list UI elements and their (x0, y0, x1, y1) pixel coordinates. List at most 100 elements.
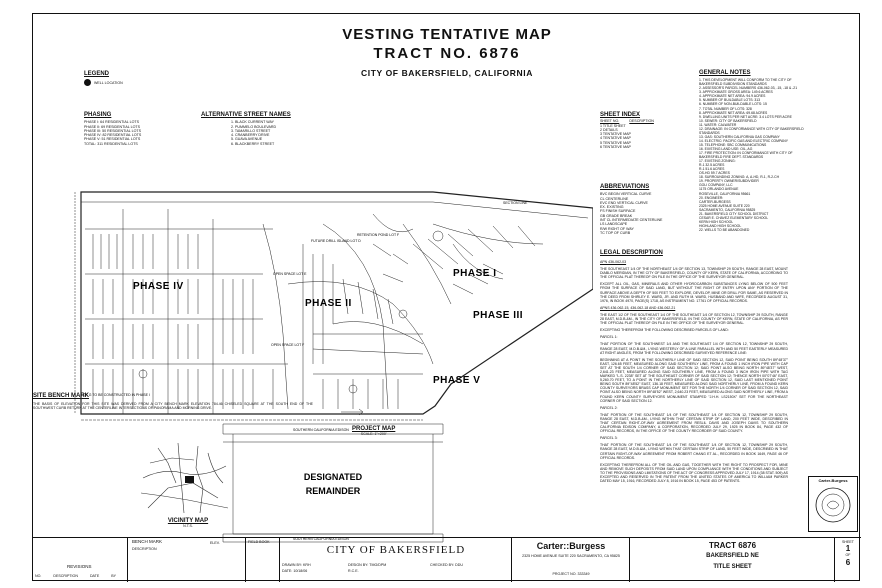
sheet-index-row: 4 TENTATIVE MAP (600, 136, 631, 141)
section-line-label: SECTION LINE (503, 201, 528, 205)
legal-apn1: APN 436-062-03 (600, 260, 627, 264)
title-block: REVISIONS NO. DESCRIPTION DATE BY BENCH … (33, 537, 861, 582)
lot-g-note: LOT G TO BE CONSTRUCTED IN PHASE I (81, 393, 150, 397)
tract-number: TRACT NO. 6876 (373, 45, 521, 62)
project-map-heading: PROJECT MAP (352, 426, 396, 432)
map-title: VESTING TENTATIVE MAP (342, 26, 552, 43)
abbreviation-row: CL CENTERLINE (600, 196, 629, 201)
general-note-item: 13. GAS: SOUTHERN CALIFORNIA GAS COMPANY (699, 134, 780, 139)
vicinity-map: VICINITY MAP N.T.S. (138, 438, 230, 528)
sheet-index-row: 1 TITLE SHEET (600, 123, 626, 128)
general-note-item: STANDARDS (699, 130, 720, 135)
tract-title: TRACT 6876 (708, 541, 757, 550)
general-note-item: 3. APPROXIMATE GROSS AREA: 149.6 ACRES (699, 90, 773, 95)
alt-street-names: ALTERNATIVE STREET NAMES 1. BLACK CURREN… (201, 112, 291, 146)
general-note-item: 17. EXISTING ZONING: (699, 159, 736, 164)
phasing-row: PHASE V: 51 RESIDENTIAL LOTS (84, 137, 141, 142)
sheet-index-row: 3 TENTATIVE MAP (600, 132, 631, 137)
sheet-index-heading: SHEET INDEX (600, 112, 641, 118)
bench-mark-desc: DESCRIPTION (132, 547, 157, 551)
general-note-item: 4. APPROXIMATE NET AREA: 94.9 ACRES (699, 94, 766, 99)
phasing-row: PHASE IV: 82 RESIDENTIAL LOTS (84, 133, 142, 138)
legal-p7: THAT PORTION OF THE SOUTHEAST 1/4 OF THE… (600, 412, 788, 434)
legal-apn2: APNS 436-062-15, 436-062-18 AND 436-062-… (600, 305, 676, 310)
general-note-item: 11. WATER: CALWATER (699, 122, 737, 127)
general-note-item: GOLI COMPANY, LLC (699, 183, 733, 188)
tentative-map: PHASE IV PHASE II PHASE I PHASE III PHAS… (74, 191, 593, 543)
general-note-item: 10. SEWER: CITY OF BAKERSFIELD (699, 118, 757, 123)
open-space-e-label: OPEN SPACE LOT E (273, 272, 307, 276)
firm-block: Carter::Burgess 2325 HOME AVENUE SUITE 2… (512, 538, 630, 582)
tract-sheet-name: TITLE SHEET (713, 564, 752, 570)
phase-ii-label: PHASE II (305, 298, 352, 309)
site-bench-text: THE BASIS OF ELEVATION FOR THIS SITE WAS… (33, 402, 313, 411)
remainder-line1: DESIGNATED (304, 472, 363, 482)
phasing-row: TOTAL: 311 RESIDENTIAL LOTS (84, 141, 138, 146)
alt-street-item: 6. BLACKBERRY STREET (231, 141, 275, 146)
bench-mark-elev: ELEV. (210, 541, 220, 545)
general-notes: GENERAL NOTES 1. THIS DEVELOPMENT WILL C… (699, 70, 849, 232)
bench-mark-block: BENCH MARK DESCRIPTION ELEV. (128, 538, 246, 582)
general-note-item: 17. FIRE PROTECTION: IN CONFORMANCE WITH… (699, 151, 793, 156)
alt-street-item: 1. BLACK CURRENT WAY (231, 120, 275, 125)
general-note-item: SACRAMENTO, CALIFORNIA 95825 (699, 207, 756, 212)
legend-item: WELL LOCATION (94, 80, 123, 85)
open-space-f-label: OPEN SPACE LOT F (271, 343, 304, 347)
date-field: DATE: 10/18/06 (282, 569, 308, 573)
sheet-index-row: 6 TENTATIVE MAP (600, 144, 631, 149)
general-notes-heading: GENERAL NOTES (699, 70, 751, 76)
sheet-index-col2: DESCRIPTION (629, 119, 654, 124)
phase-i-label: PHASE I (453, 268, 497, 279)
vicinity-scale: N.T.S. (183, 524, 193, 528)
legal-p6: BEGINNING AT A POINT IN THE SOUTHERLY LI… (600, 357, 788, 403)
abbreviation-row: EVC END VERTICAL CURVE (600, 200, 648, 205)
revisions-block: REVISIONS NO. DESCRIPTION DATE BY (33, 538, 128, 582)
general-note-item: 12. DRAINAGE: IN CONFORMANCE WITH CITY O… (699, 126, 804, 131)
city-title: CITY OF BAKERSFIELD, CALIFORNIA (361, 68, 533, 78)
general-note-item: 20. ENGINEER: (699, 195, 724, 200)
general-note-item: OS-HD 59.7 ACRES (699, 171, 730, 176)
rev-desc-col: DESCRIPTION (53, 574, 78, 578)
site-bench-mark: SITE BENCH MARK THE BASIS OF ELEVATION F… (33, 393, 313, 410)
sheet-of: OF (845, 553, 851, 558)
sheet-number-block: SHEET 1 OF 6 (835, 538, 861, 582)
field-book-label: FIELD BOOK (248, 540, 270, 544)
design-by: DESIGN BY: TMG/DPM (348, 563, 387, 567)
legend: LEGEND WELL LOCATION (84, 71, 123, 87)
general-note-item: 2. ASSESSOR'S PARCEL NUMBERS 436-062-03,… (699, 86, 798, 91)
firm-stamp-label: Carter-Burgess (818, 478, 848, 483)
abbreviation-row: INT CL INTERMEDIATE CENTERLINE (600, 217, 663, 222)
general-note-item: 1. THIS DEVELOPMENT WILL CONFORM TO THE … (699, 78, 792, 83)
sheet-label: SHEET (842, 540, 854, 544)
sce-label-bottom: SOUTHERN CALIFORNIA EDISON (293, 537, 349, 541)
abbreviation-row: EX. EXISTING (600, 205, 624, 210)
general-note-item: 1175 ORLANDO AVENUE (699, 187, 739, 192)
legal-heading: LEGAL DESCRIPTION (600, 250, 663, 256)
general-note-item: R-1 51.6 ACRES (699, 167, 725, 172)
general-note-item: CARTER-BURGESS (699, 199, 731, 204)
well-icon (84, 79, 91, 87)
general-note-item: 15. TELEPHONE: SBC COMMUNICATIONS (699, 142, 767, 147)
sheet-index-row: 5 TENTATIVE MAP (600, 140, 631, 145)
city-name: CITY OF BAKERSFIELD (326, 544, 466, 556)
title-block-top: VESTING TENTATIVE MAP TRACT NO. 6876 CIT… (33, 26, 861, 78)
sheet-index: SHEET INDEX SHEET NO. DESCRIPTION 1 TITL… (600, 112, 690, 150)
abbreviation-row: R/W RIGHT OF WAY (600, 226, 634, 231)
general-note-item: 21. BAKERSFIELD CITY SCHOOL DISTRICT (699, 211, 769, 216)
legal-p1: THE SOUTHEAST 1/4 OF THE NORTHEAST 1/4 O… (600, 267, 788, 280)
alt-streets-heading: ALTERNATIVE STREET NAMES (201, 112, 291, 118)
phase-iii-label: PHASE III (473, 310, 523, 321)
sheet-index-row: 2 DETAILS (600, 127, 618, 132)
abbreviation-row: TC TOP OF CURB (600, 230, 631, 235)
sheet-index-col1: SHEET NO. (600, 119, 620, 124)
field-book-block: FIELD BOOK (246, 538, 280, 582)
legal-parcel2: PARCEL 2: (600, 405, 618, 410)
general-note-item: 8. APPROXIMATE NET AREA: 69.68 ACRES (699, 110, 768, 115)
revisions-label: REVISIONS (67, 564, 92, 569)
phasing-row: PHASE III: 50 RESIDENTIAL LOTS (84, 128, 141, 133)
rev-date-col: DATE (89, 574, 100, 578)
